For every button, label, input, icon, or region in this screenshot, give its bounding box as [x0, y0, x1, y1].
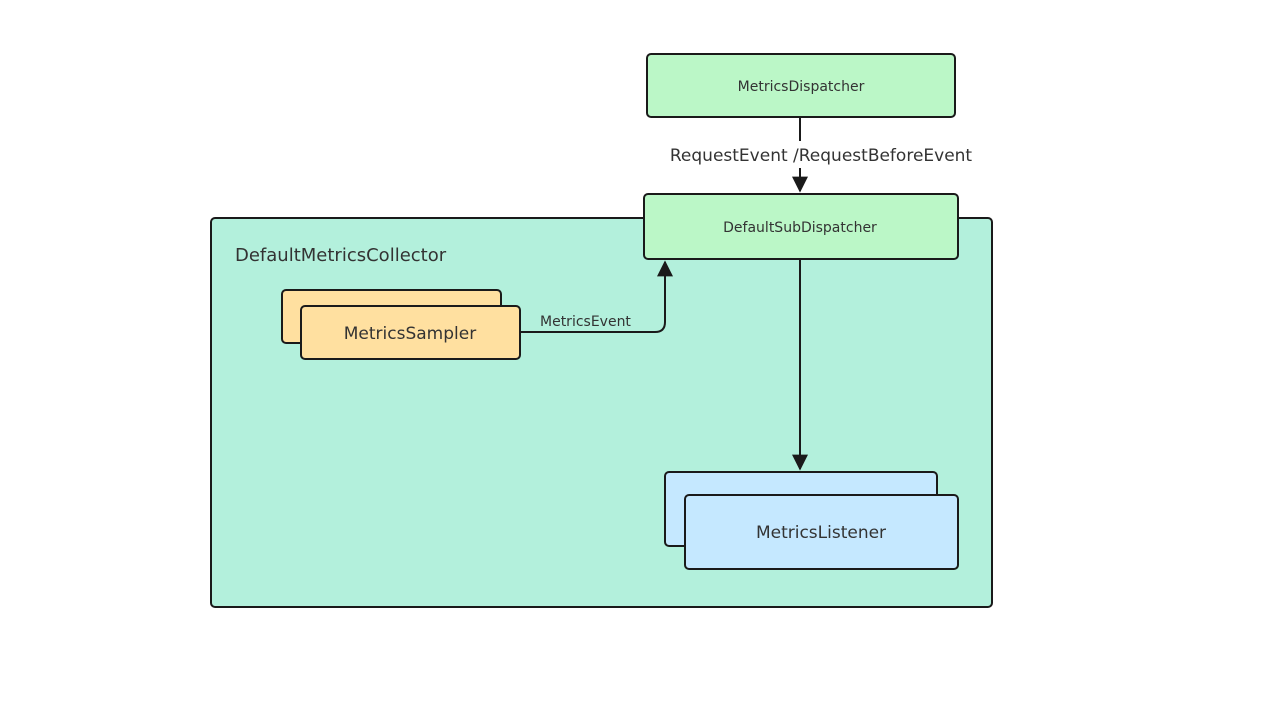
- edge-dispatcher-to-subdispatcher-label: RequestEvent /RequestBeforeEvent: [670, 146, 973, 166]
- node-default-sub-dispatcher: DefaultSubDispatcher: [643, 193, 959, 260]
- edge-dispatcher-to-subdispatcher: RequestEvent /RequestBeforeEvent: [670, 117, 973, 193]
- node-default-sub-dispatcher-label: DefaultSubDispatcher: [723, 220, 877, 236]
- collector-container-label: DefaultMetricsCollector: [235, 245, 447, 266]
- edge-sampler-to-subdispatcher: MetricsEvent: [520, 260, 673, 333]
- node-metrics-dispatcher-label: MetricsDispatcher: [738, 79, 865, 95]
- edge-sampler-to-subdispatcher-line: [520, 260, 673, 333]
- node-metrics-sampler-label: MetricsSampler: [344, 324, 476, 344]
- node-metrics-dispatcher: MetricsDispatcher: [646, 53, 956, 118]
- node-metrics-listener: MetricsListener: [664, 471, 959, 570]
- node-metrics-sampler: MetricsSampler: [281, 289, 521, 360]
- node-metrics-listener-label: MetricsListener: [756, 523, 886, 543]
- node-metrics-listener-box: [684, 494, 959, 570]
- node-metrics-dispatcher-box: [646, 53, 956, 118]
- node-default-sub-dispatcher-box: [643, 193, 959, 260]
- node-metrics-sampler-box: [300, 305, 521, 360]
- edge-sampler-to-subdispatcher-label: MetricsEvent: [540, 314, 631, 330]
